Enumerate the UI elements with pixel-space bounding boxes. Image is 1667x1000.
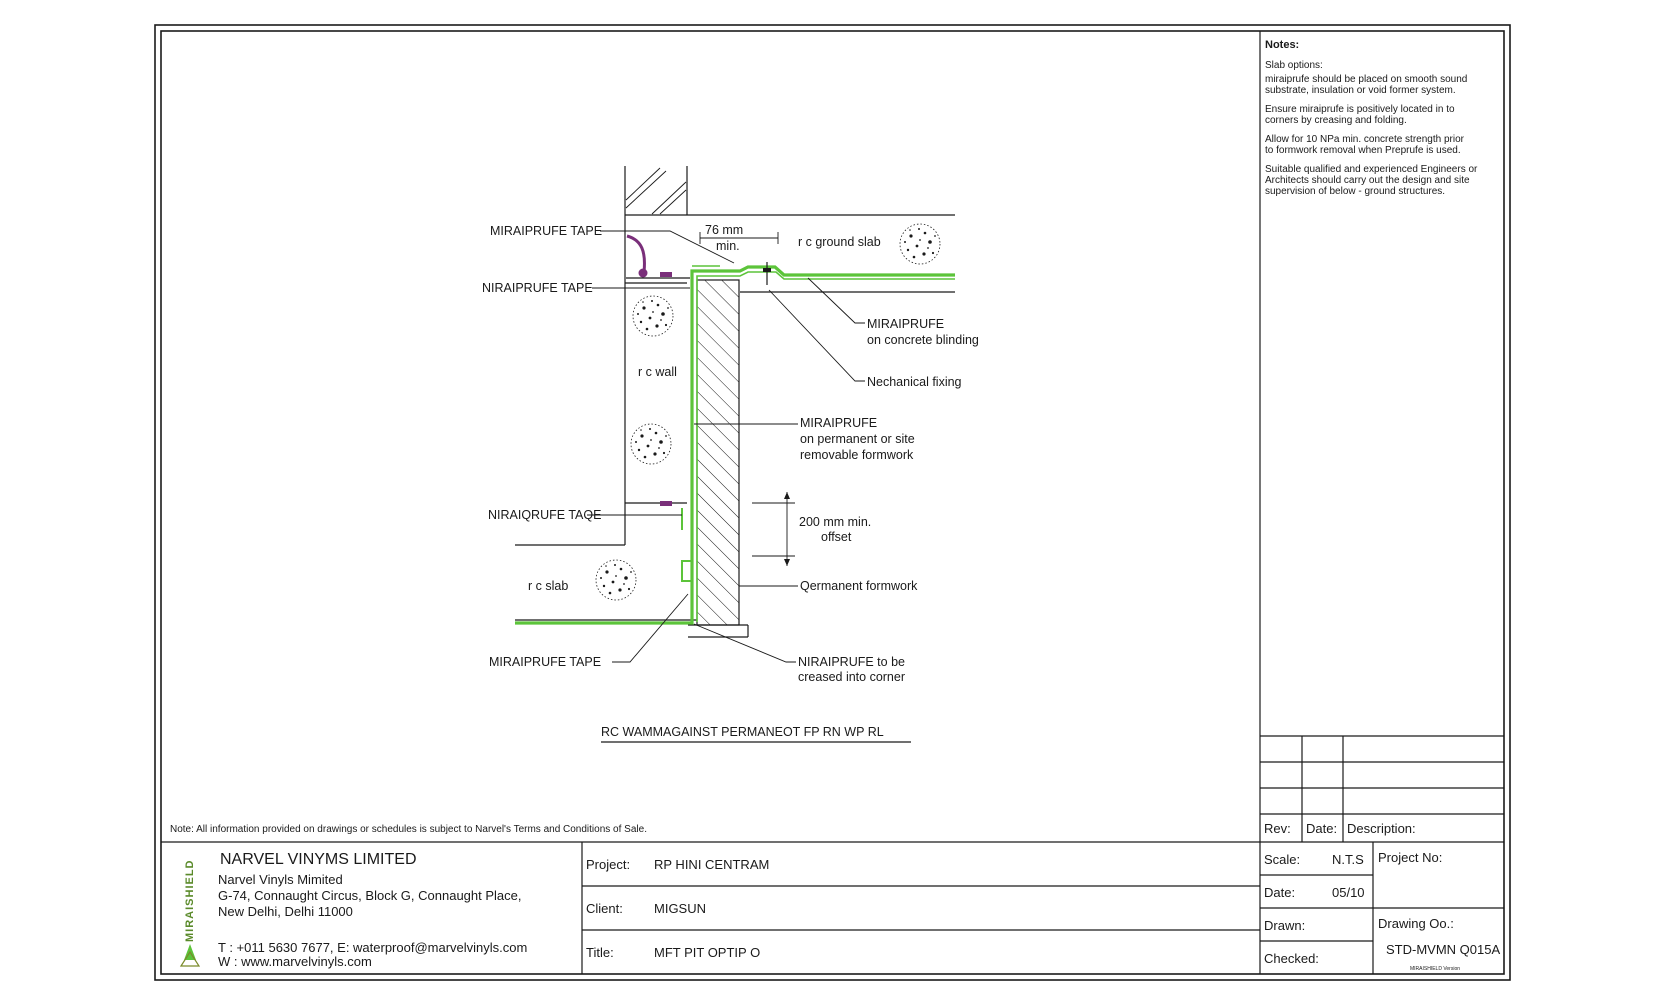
- notes-subheading: Slab options:: [1265, 60, 1323, 71]
- project-label: Project:: [586, 857, 630, 872]
- label-rc-slab: r c slab: [528, 579, 568, 593]
- label-formwork: MIRAIPRUFE: [800, 416, 877, 430]
- rev-label: Rev:: [1264, 821, 1291, 836]
- project-value: RP HINI CENTRAM: [654, 857, 769, 872]
- logo-wordmark: MIRAISHIELD: [184, 860, 196, 943]
- tape-upstand: [626, 234, 646, 273]
- note-item: corners by creasing and folding.: [1265, 115, 1407, 126]
- dim-76-label: 76 mm: [705, 223, 743, 237]
- company-contact: T : +011 5630 7677, E: waterproof@marvel…: [218, 940, 527, 955]
- rev-date-label: Date:: [1306, 821, 1337, 836]
- company-logo: MIRAISHIELD: [179, 860, 201, 967]
- scale-value: N.T.S: [1332, 852, 1364, 867]
- note-item: substrate, insulation or void former sys…: [1265, 85, 1456, 96]
- label-blinding: MIRAIPRUFE: [867, 317, 944, 331]
- note-item: miraiprufe should be placed on smooth so…: [1265, 74, 1467, 85]
- label-tape-mid: NIRAIQRUFE TAQE: [488, 508, 601, 522]
- label-tape-bottom: MIRAIPRUFE TAPE: [489, 655, 601, 669]
- title-label: Title:: [586, 945, 614, 960]
- drawing-no-value: STD-MVMN Q015A: [1386, 942, 1500, 957]
- note-item: Ensure miraiprufe is positively located …: [1265, 104, 1455, 115]
- tape-patch: [660, 501, 672, 506]
- project-no-label: Project No:: [1378, 850, 1442, 865]
- label-blinding-sub: on concrete blinding: [867, 333, 979, 347]
- company-address-line1: G-74, Connaught Circus, Block G, Connaug…: [218, 888, 522, 903]
- tape-patch: [660, 272, 672, 277]
- offset-sub-label: offset: [821, 530, 852, 544]
- client-value: MIGSUN: [654, 901, 706, 916]
- label-tape-top: MIRAIPRUFE TAPE: [490, 224, 602, 238]
- dim-76-min-label: min.: [716, 239, 740, 253]
- checked-label: Checked:: [1264, 951, 1319, 966]
- company-website: W : www.marvelvinyls.com: [218, 954, 372, 969]
- label-permanent-formwork: Qermanent formwork: [800, 579, 918, 593]
- outer-frame: [154, 24, 1511, 981]
- section-detail: 76 mm min. r c ground slab 200 mm min. o…: [482, 166, 979, 743]
- date-label: Date:: [1264, 885, 1295, 900]
- label-mechanical-fixing: Nechanical fixing: [867, 375, 962, 389]
- label-formwork-sub2: removable formwork: [800, 448, 914, 462]
- label-formwork-sub1: on permanent or site: [800, 432, 915, 446]
- note-item: Suitable qualified and experienced Engin…: [1265, 164, 1478, 175]
- client-label: Client:: [586, 901, 623, 916]
- label-rc-wall: r c wall: [638, 365, 677, 379]
- drawn-label: Drawn:: [1264, 918, 1305, 933]
- company-name: NARVEL VINYMS LIMITED: [220, 851, 417, 868]
- date-value: 05/10: [1332, 885, 1365, 900]
- ground-slab-label: r c ground slab: [798, 235, 881, 249]
- offset-label: 200 mm min.: [799, 515, 871, 529]
- drawing-no-sub: MIRAISHIELD Version: [1410, 966, 1460, 972]
- scale-label: Scale:: [1264, 852, 1300, 867]
- notes-list: miraiprufe should be placed on smooth so…: [1265, 74, 1478, 197]
- note-item: Allow for 10 NPa min. concrete strength …: [1265, 134, 1465, 145]
- note-item: Architects should carry out the design a…: [1265, 175, 1470, 186]
- rev-description-label: Description:: [1347, 821, 1416, 836]
- note-item: to formwork removal when Preprufe is use…: [1265, 145, 1461, 156]
- notes-heading: Notes:: [1265, 39, 1299, 51]
- inner-frame: [160, 30, 1505, 975]
- company-sub-name: Narvel Vinyls Mimited: [218, 872, 343, 887]
- detail-caption: RC WAMMAGAINST PERMANEOT FP RN WP RL: [601, 725, 884, 739]
- drawing-no-label: Drawing Oo.:: [1378, 916, 1454, 931]
- label-crease: NIRAIPRUFE to be: [798, 655, 905, 669]
- disclaimer-note: Note: All information provided on drawin…: [170, 824, 647, 835]
- title-value: MFT PIT OPTIP O: [654, 945, 760, 960]
- permanent-formwork: [696, 279, 740, 626]
- company-address-line2: New Delhi, Delhi 11000: [218, 904, 353, 919]
- membrane-line: [515, 265, 955, 625]
- label-crease-sub: creased into corner: [798, 670, 905, 684]
- note-item: supervision of below - ground structures…: [1265, 186, 1445, 197]
- revision-table: Rev: Date: Description:: [1260, 735, 1504, 842]
- label-tape-second: NIRAIPRUFE TAPE: [482, 281, 593, 295]
